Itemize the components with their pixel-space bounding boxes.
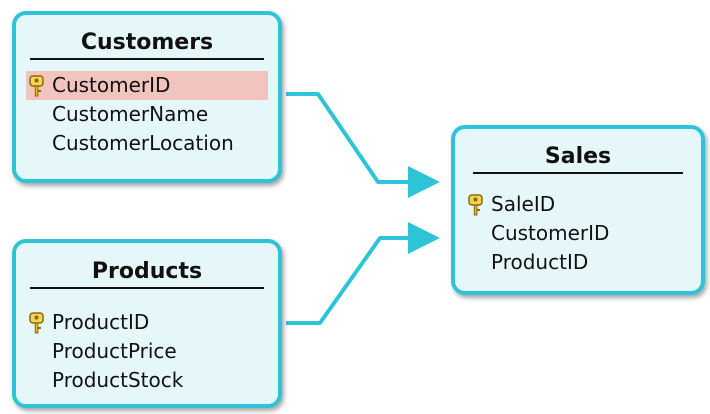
field-label: ProductID — [491, 250, 589, 274]
field-list: SaleID CustomerID ProductID — [465, 190, 691, 277]
connector-products-sales — [286, 222, 440, 325]
field-label: ProductStock — [52, 368, 184, 392]
key-icon — [29, 75, 44, 97]
table-title: Products — [30, 257, 264, 289]
field-customername[interactable]: CustomerName — [26, 100, 268, 129]
connector-customers-sales — [286, 92, 440, 198]
field-label: CustomerLocation — [52, 131, 234, 155]
field-label: SaleID — [491, 192, 556, 216]
field-label: CustomerID — [491, 221, 610, 245]
field-productid[interactable]: ProductID — [26, 308, 268, 337]
customers-table[interactable]: Customers CustomerID CustomerName Custom… — [12, 11, 282, 183]
field-label: ProductID — [52, 310, 150, 334]
field-productstock[interactable]: ProductStock — [26, 366, 268, 395]
field-customerid[interactable]: CustomerID — [26, 71, 268, 100]
field-label: CustomerName — [52, 102, 209, 126]
field-label: ProductPrice — [52, 339, 177, 363]
field-productid[interactable]: ProductID — [465, 248, 691, 277]
field-customerlocation[interactable]: CustomerLocation — [26, 129, 268, 158]
key-icon — [468, 194, 483, 216]
field-list: CustomerID CustomerName CustomerLocation — [26, 71, 268, 158]
field-saleid[interactable]: SaleID — [465, 190, 691, 219]
products-table[interactable]: Products ProductID ProductPrice ProductS… — [12, 239, 282, 408]
field-customerid[interactable]: CustomerID — [465, 219, 691, 248]
field-productprice[interactable]: ProductPrice — [26, 337, 268, 366]
key-icon — [29, 312, 44, 334]
table-title: Customers — [30, 28, 264, 60]
field-label: CustomerID — [52, 73, 171, 97]
field-list: ProductID ProductPrice ProductStock — [26, 308, 268, 395]
sales-table[interactable]: Sales SaleID CustomerID ProductID — [451, 125, 705, 295]
table-title: Sales — [473, 142, 683, 174]
